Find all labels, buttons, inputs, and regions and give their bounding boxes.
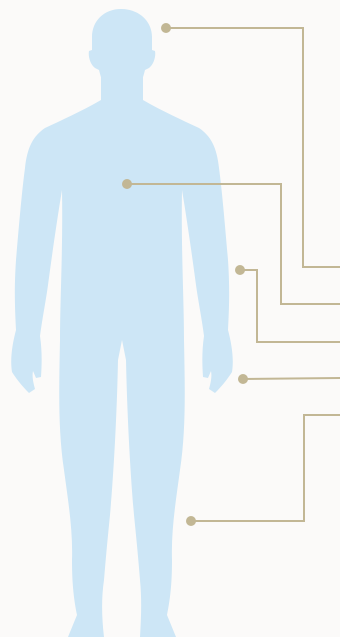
callout-head-dot <box>161 23 171 33</box>
callout-hip-dot <box>238 374 248 384</box>
callout-hip-line <box>243 378 340 379</box>
callout-leg-dot <box>186 516 196 526</box>
callout-arm-dot <box>235 265 245 275</box>
callout-chest-dot <box>122 179 132 189</box>
